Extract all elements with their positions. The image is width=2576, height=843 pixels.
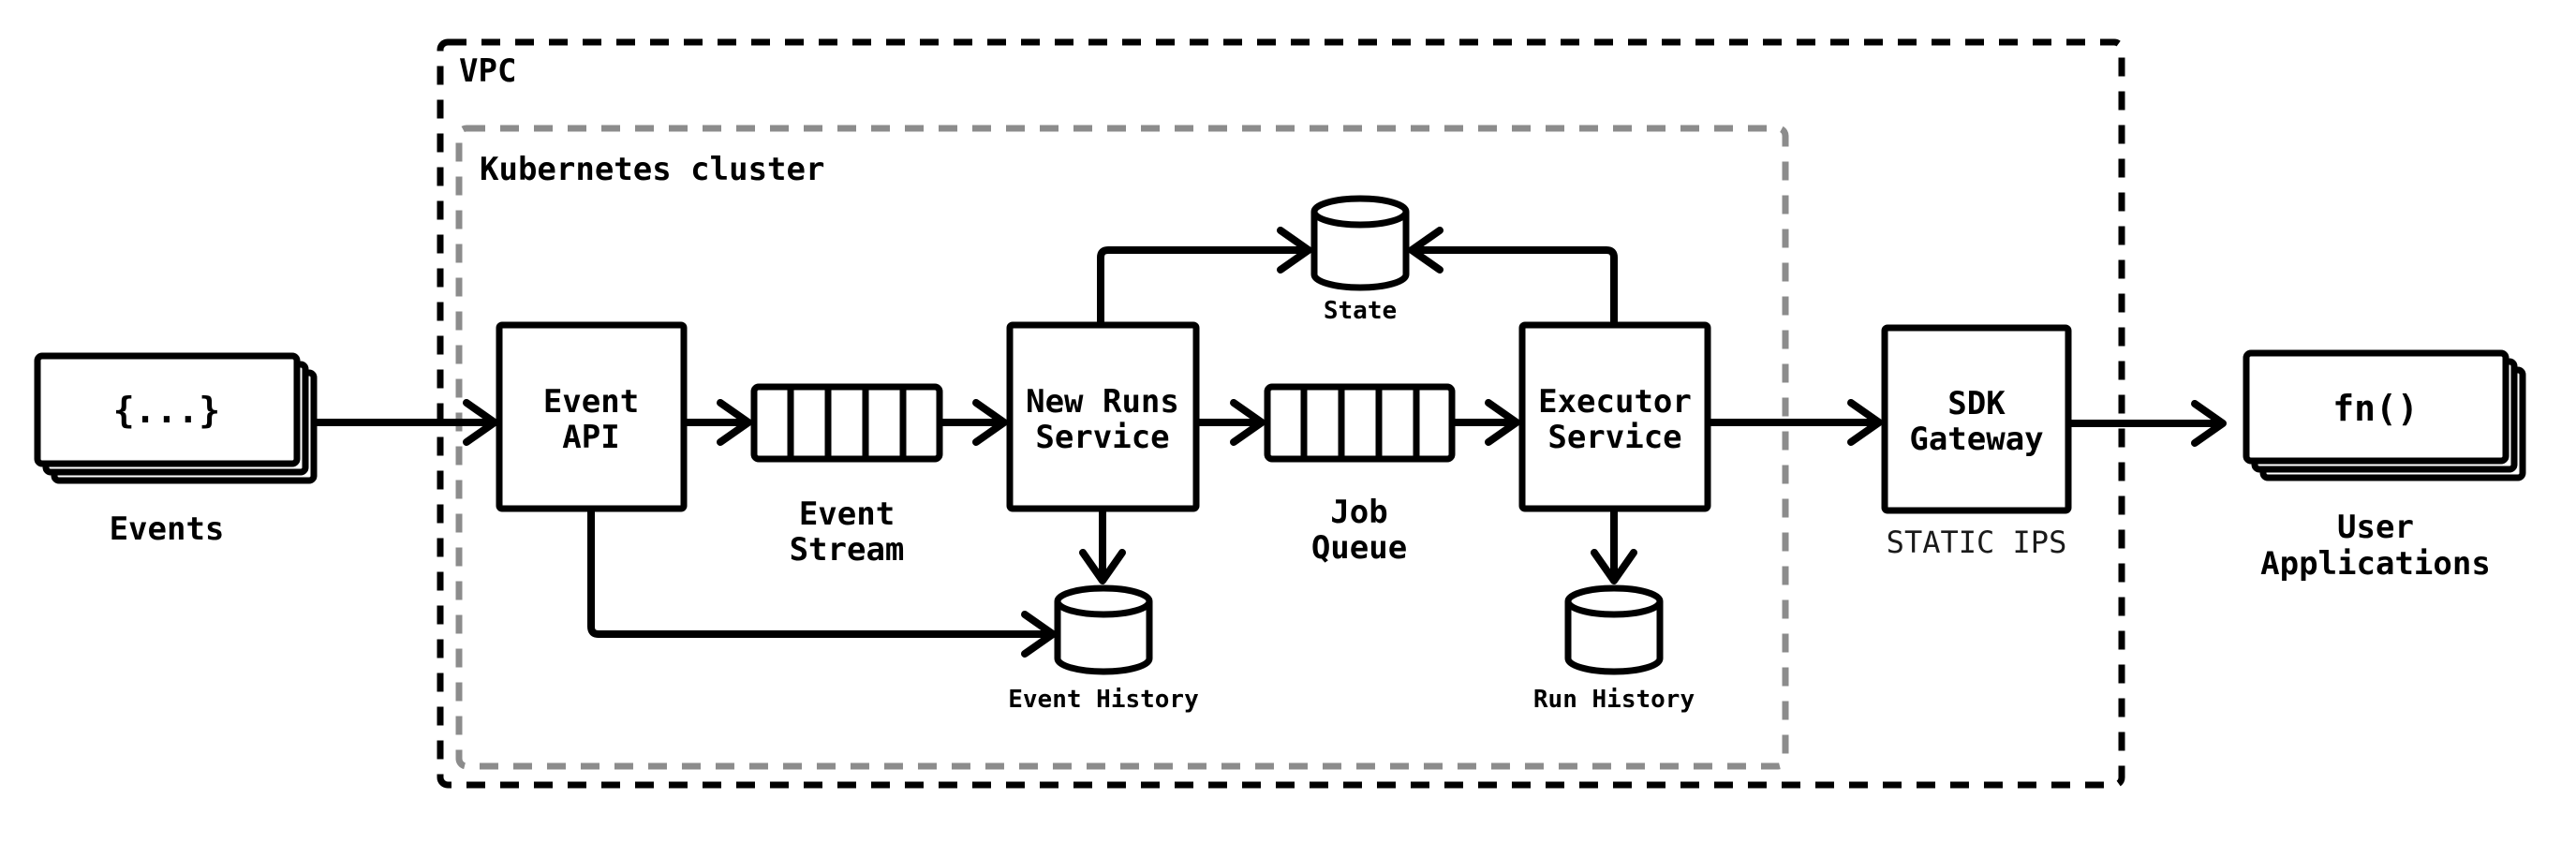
- event-api-box: [496, 321, 688, 512]
- job-queue: Job Queue: [1264, 383, 1456, 567]
- event-stream-box: [750, 383, 943, 463]
- new-runs-label-line1: New Runs: [1026, 383, 1179, 421]
- job-queue-label-line1: Job: [1330, 494, 1387, 531]
- arrow-new-runs-to-state: [1097, 227, 1312, 325]
- event-api-label-line2: API: [562, 419, 619, 456]
- event-history-cylinder-body: [1054, 601, 1153, 675]
- user-applications-stack: fn() User Applications: [2243, 349, 2526, 583]
- state-cylinder-body: [1310, 212, 1410, 291]
- kubernetes-label: Kubernetes cluster: [480, 151, 824, 188]
- kubernetes-boundary: [455, 125, 1789, 770]
- user-apps-card-front: [2243, 349, 2509, 465]
- user-apps-icon: fn(): [2332, 388, 2419, 429]
- executor-label-line2: Service: [1547, 419, 1681, 456]
- sdk-gateway-label-line2: Gateway: [1909, 421, 2043, 458]
- events-icon: {...}: [113, 390, 220, 431]
- run-history-cylinder-top: [1564, 584, 1664, 618]
- vpc-label: VPC: [459, 52, 516, 90]
- user-apps-label-line1: User: [2337, 509, 2414, 546]
- event-stream-queue: Event Stream: [750, 383, 943, 569]
- event-history-cylinder-top: [1054, 584, 1153, 618]
- executor-service-box: [1518, 321, 1711, 512]
- new-runs-service-node: New Runs Service: [1006, 321, 1200, 512]
- arrow-event-api-to-event-history: [587, 509, 1057, 658]
- state-database: State: [1310, 195, 1410, 325]
- sdk-gateway-node: SDK Gateway STATIC IPS: [1881, 324, 2072, 560]
- executor-service-node: Executor Service: [1518, 321, 1711, 512]
- static-ips-caption: STATIC IPS: [1887, 525, 2067, 560]
- vpc-boundary: [437, 38, 2125, 789]
- job-queue-label-line2: Queue: [1311, 529, 1407, 567]
- sdk-gateway-box: [1881, 324, 2072, 514]
- event-stream-label-line2: Stream: [790, 531, 905, 569]
- state-cylinder-top: [1310, 195, 1410, 229]
- events-stack: {...} Events: [34, 352, 318, 548]
- executor-label-line1: Executor: [1538, 383, 1692, 421]
- state-label: State: [1324, 297, 1397, 325]
- run-history-database: Run History: [1533, 584, 1695, 714]
- new-runs-label-line2: Service: [1035, 419, 1169, 456]
- event-api-node: Event API: [496, 321, 688, 512]
- events-card-front: [34, 352, 301, 467]
- sdk-gateway-label-line1: SDK: [1947, 385, 2006, 422]
- event-stream-label-line1: Event: [799, 495, 895, 533]
- user-apps-label-line2: Applications: [2260, 545, 2491, 583]
- event-api-label-line1: Event: [543, 383, 639, 421]
- run-history-label: Run History: [1533, 686, 1695, 714]
- new-runs-service-box: [1006, 321, 1200, 512]
- events-label: Events: [110, 510, 225, 548]
- arrow-executor-to-state: [1408, 227, 1618, 325]
- job-queue-box: [1264, 383, 1456, 463]
- event-history-database: Event History: [1008, 584, 1199, 714]
- run-history-cylinder-body: [1564, 601, 1664, 675]
- event-history-label: Event History: [1008, 686, 1199, 714]
